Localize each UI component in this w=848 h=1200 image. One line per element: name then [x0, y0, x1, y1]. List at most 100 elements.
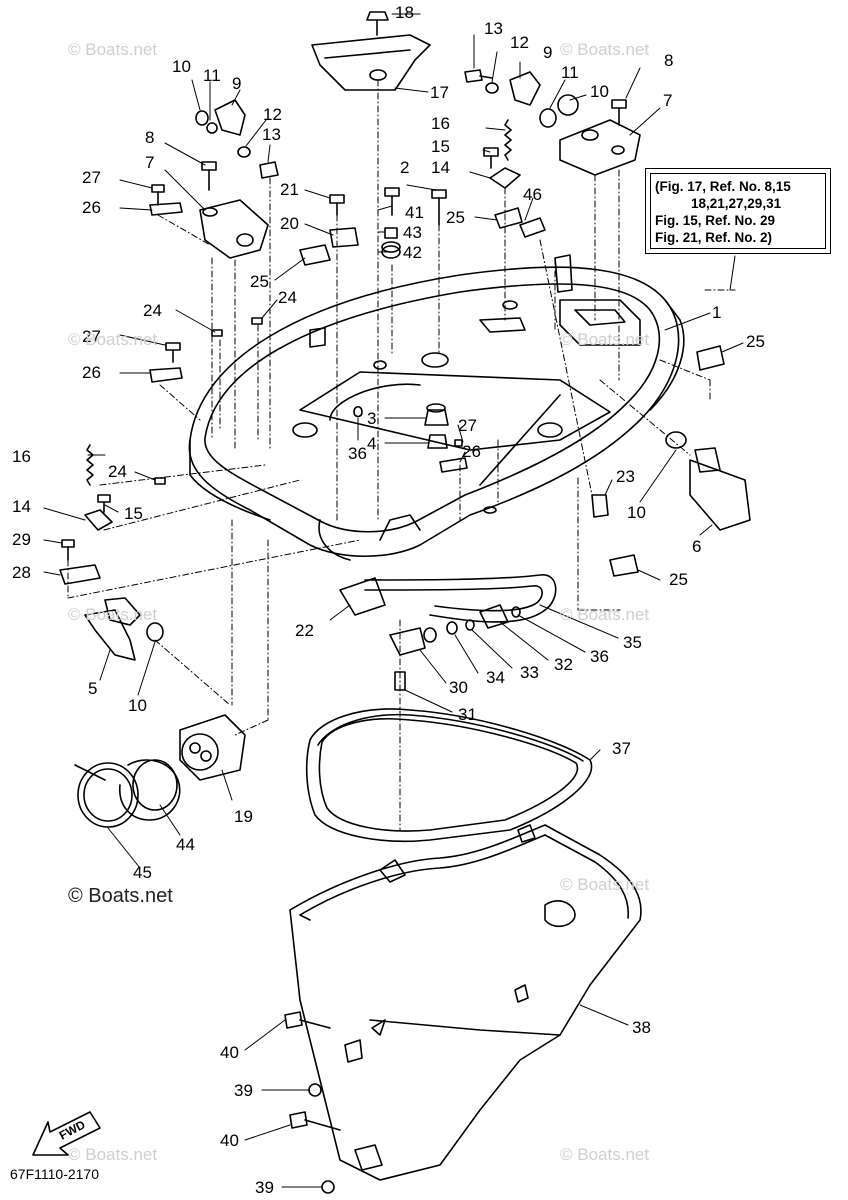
part-17-seal: [311, 34, 431, 91]
callout-number: 38: [632, 1018, 651, 1037]
connector-19-44-45: [74, 714, 246, 828]
callout-number: 30: [449, 678, 468, 697]
watermark: © Boats.net: [68, 330, 158, 349]
callout-number: 15: [431, 137, 450, 156]
callout-number: 4: [367, 434, 376, 453]
watermark: © Boats.net: [560, 40, 650, 59]
callout-number: 35: [623, 633, 642, 652]
callout-number: 9: [232, 74, 241, 93]
callout-number: 7: [145, 153, 154, 172]
callout-number: 16: [431, 114, 450, 133]
callout-number: 39: [234, 1081, 253, 1100]
watermark: © Boats.net: [68, 40, 158, 59]
lower-fasteners: [284, 1011, 341, 1194]
callout-number: 40: [220, 1131, 239, 1150]
callout-number: 41: [405, 203, 424, 222]
callout-number: 36: [590, 647, 609, 666]
callout-number: 10: [590, 82, 609, 101]
watermark: © Boats.net: [68, 605, 158, 624]
watermark: © Boats.net: [68, 885, 173, 907]
callout-number: 14: [431, 158, 450, 177]
note-line: Fig. 21, Ref. No. 2): [655, 230, 773, 245]
callout-number: 43: [403, 223, 422, 242]
clip-25-parts: [299, 207, 725, 577]
callout-number: 7: [663, 91, 672, 110]
callout-number: 27: [82, 327, 101, 346]
spring-parts: [86, 119, 512, 486]
callout-number: 5: [88, 679, 97, 698]
callout-number: 6: [692, 537, 701, 556]
right-bracket-assembly: [464, 69, 641, 176]
callout-number: 13: [262, 125, 281, 144]
callout-number: 12: [510, 33, 529, 52]
callout-number: 26: [82, 198, 101, 217]
callout-number: 14: [12, 497, 31, 516]
part-6-lever: [665, 431, 751, 531]
left-upper-clips: [149, 184, 183, 216]
callout-number: 28: [12, 563, 31, 582]
note-line: (Fig. 17, Ref. No. 8,15: [655, 179, 791, 194]
watermark: © Boats.net: [560, 1145, 650, 1164]
callout-number: 24: [143, 301, 162, 320]
callout-number: 1: [712, 303, 721, 322]
callout-number: 10: [627, 503, 646, 522]
diagram-code: 67F1110-2170: [10, 1166, 99, 1182]
callout-number: 33: [520, 663, 539, 682]
callout-number: 11: [203, 66, 221, 85]
callout-number: 22: [295, 621, 314, 640]
left-bracket-assembly: [195, 99, 279, 259]
callout-number: 40: [220, 1043, 239, 1062]
callout-number: 12: [263, 105, 282, 124]
callout-number: 46: [523, 185, 542, 204]
callout-number: 10: [172, 57, 191, 76]
callout-number: 24: [278, 288, 297, 307]
callout-number: 27: [82, 168, 101, 187]
callout-number: 3: [367, 409, 376, 428]
callout-number: 25: [669, 570, 688, 589]
watermark: © Boats.net: [560, 330, 650, 349]
forward-arrow-icon: FWD: [32, 1111, 101, 1156]
assembly-guide-lines: [67, 79, 736, 831]
callout-number: 20: [280, 214, 299, 233]
callout-number: 23: [616, 467, 635, 486]
callout-number: 8: [664, 51, 673, 70]
callout-number: 45: [133, 863, 152, 882]
left-mid-clips: [149, 342, 183, 383]
small-fittings: [353, 403, 609, 518]
callout-number: 26: [82, 363, 101, 382]
callout-number: 26: [462, 442, 481, 461]
bottom-cowling-tray: [188, 254, 685, 561]
note-line: Fig. 15, Ref. No. 29: [655, 213, 776, 228]
figure-reference-note: (Fig. 17, Ref. No. 8,15 18,21,27,29,31 F…: [645, 168, 831, 254]
callout-number: 10: [128, 696, 147, 715]
callout-number: 9: [543, 43, 552, 62]
callout-number: 8: [145, 128, 154, 147]
small-plates: [84, 167, 521, 531]
hose-assembly: [339, 574, 557, 691]
callout-number: 25: [250, 272, 269, 291]
callout-number: 13: [484, 19, 503, 38]
callout-number: 11: [561, 63, 579, 82]
screws: [61, 147, 499, 561]
callout-number: 18: [395, 3, 414, 22]
callout-number: 21: [280, 180, 299, 199]
callout-number: 25: [446, 208, 465, 227]
callout-number: 32: [554, 655, 573, 674]
watermark: © Boats.net: [560, 605, 650, 624]
callout-number: 27: [458, 416, 477, 435]
callout-number: 17: [430, 83, 449, 102]
part-28-bracket: [59, 564, 101, 585]
callout-number: 24: [108, 462, 127, 481]
callout-number: 19: [234, 807, 253, 826]
callout-number: 15: [124, 504, 143, 523]
part-5-lever: [84, 597, 164, 661]
part-18-screw: [366, 11, 389, 36]
callout-number: 42: [403, 243, 422, 262]
callout-number: 16: [12, 447, 31, 466]
watermark: © Boats.net: [68, 1145, 158, 1164]
part-37-seal: [305, 708, 593, 843]
callout-number: 25: [746, 332, 765, 351]
leader-lines: [43, 13, 744, 1188]
callout-number: 34: [486, 668, 505, 687]
